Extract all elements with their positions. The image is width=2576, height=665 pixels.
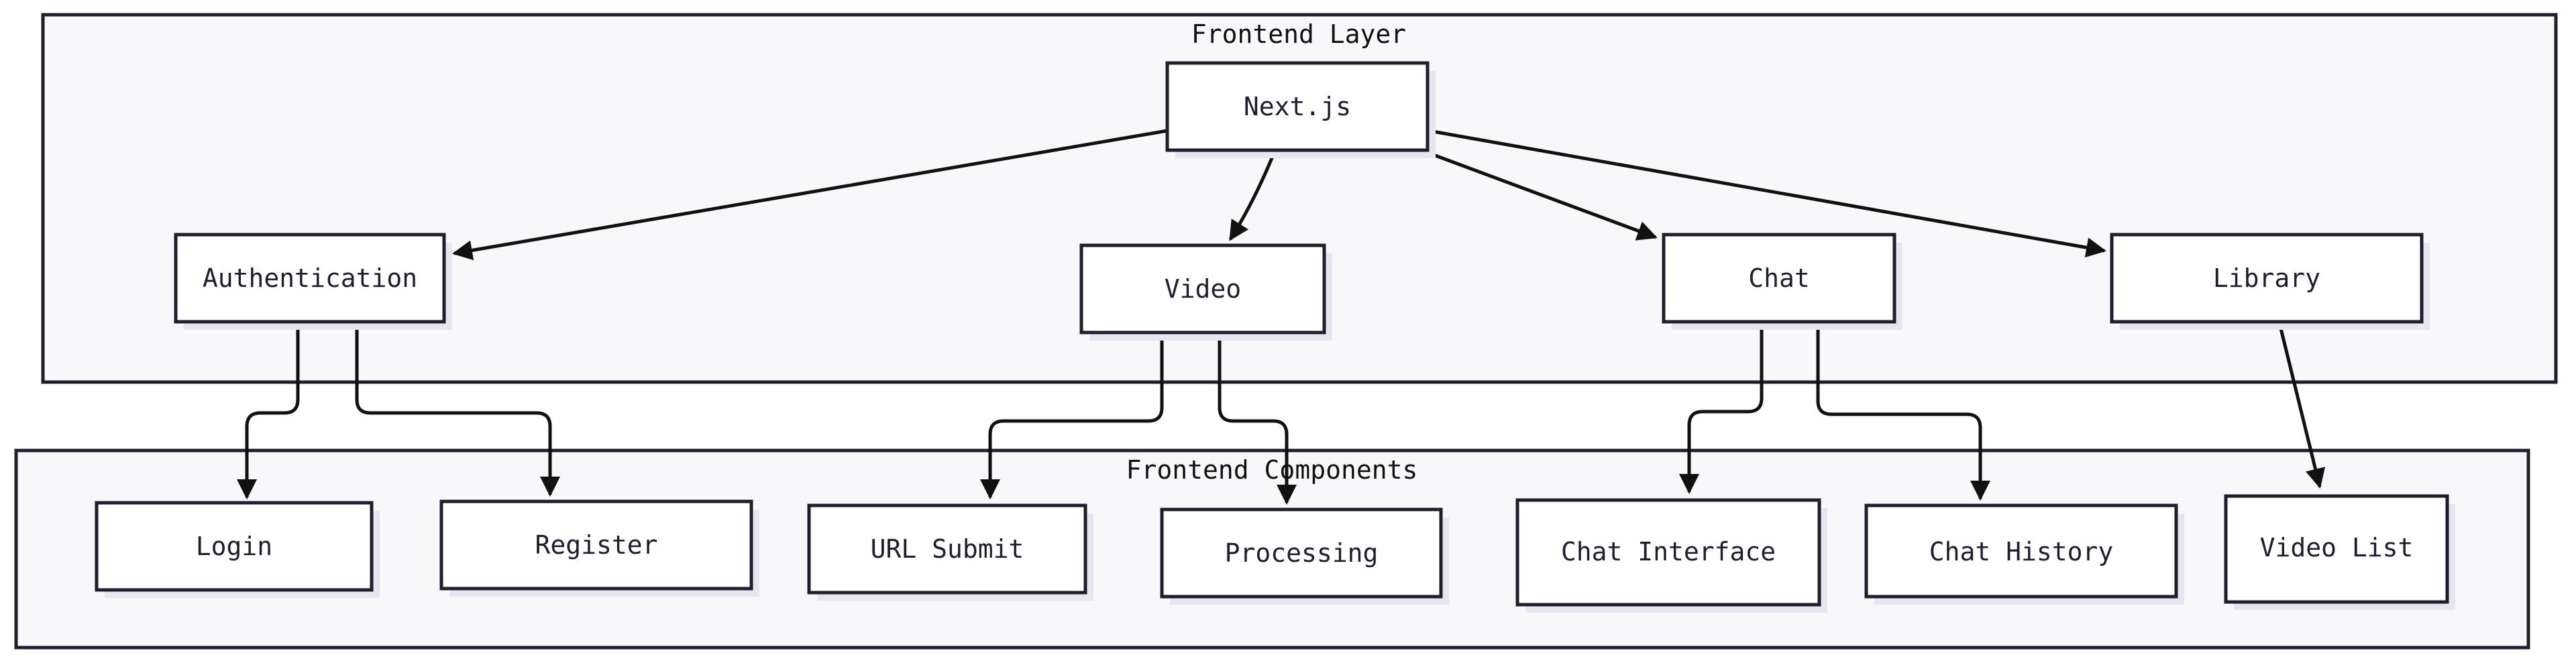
node-login-label: Login [196, 532, 272, 561]
edge-authentication-register [355, 323, 560, 497]
node-login[interactable]: Login [95, 501, 380, 598]
node-authentication[interactable]: Authentication [174, 233, 452, 330]
group-frontend-layer-title: Frontend Layer [1191, 19, 1406, 49]
edge-chat-chat-history [1816, 323, 1990, 501]
node-processing-label: Processing [1225, 538, 1379, 568]
edges [237, 129, 2326, 505]
node-library[interactable]: Library [2110, 233, 2430, 330]
edge-nextjs-authentication [452, 129, 1168, 261]
edge-video-url-submit [980, 334, 1164, 499]
node-video-list[interactable]: Video List [2224, 494, 2455, 610]
node-processing[interactable]: Processing [1160, 507, 1449, 605]
node-chat[interactable]: Chat [1662, 233, 1902, 330]
node-url-submit[interactable]: URL Submit [807, 503, 1093, 601]
group-frontend-components-title: Frontend Components [1126, 455, 1418, 485]
node-chat-interface[interactable]: Chat Interface [1515, 498, 1827, 613]
node-url-submit-label: URL Submit [871, 534, 1024, 564]
edge-video-processing [1218, 334, 1297, 505]
node-authentication-label: Authentication [203, 263, 417, 293]
node-chat-history[interactable]: Chat History [1864, 503, 2184, 605]
node-chat-label: Chat [1748, 263, 1810, 293]
edge-nextjs-chat [1420, 148, 1658, 241]
edge-library-video-list [2277, 322, 2326, 489]
node-library-label: Library [2213, 263, 2320, 293]
edge-nextjs-video [1228, 151, 1277, 241]
node-video-list-label: Video List [2260, 533, 2414, 562]
node-register-label: Register [535, 530, 657, 560]
nodes: Next.js Authentication Video Chat Librar… [95, 61, 2455, 613]
node-video[interactable]: Video [1079, 243, 1332, 341]
node-nextjs[interactable]: Next.js [1165, 61, 1436, 158]
edge-chat-chat-interface [1679, 323, 1764, 494]
node-register[interactable]: Register [439, 499, 759, 597]
node-video-label: Video [1165, 274, 1241, 304]
node-chat-history-label: Chat History [1929, 537, 2114, 566]
node-nextjs-label: Next.js [1244, 92, 1351, 121]
edge-nextjs-library [1428, 129, 2106, 258]
node-chat-interface-label: Chat Interface [1561, 537, 1776, 566]
edge-authentication-login [237, 323, 300, 499]
